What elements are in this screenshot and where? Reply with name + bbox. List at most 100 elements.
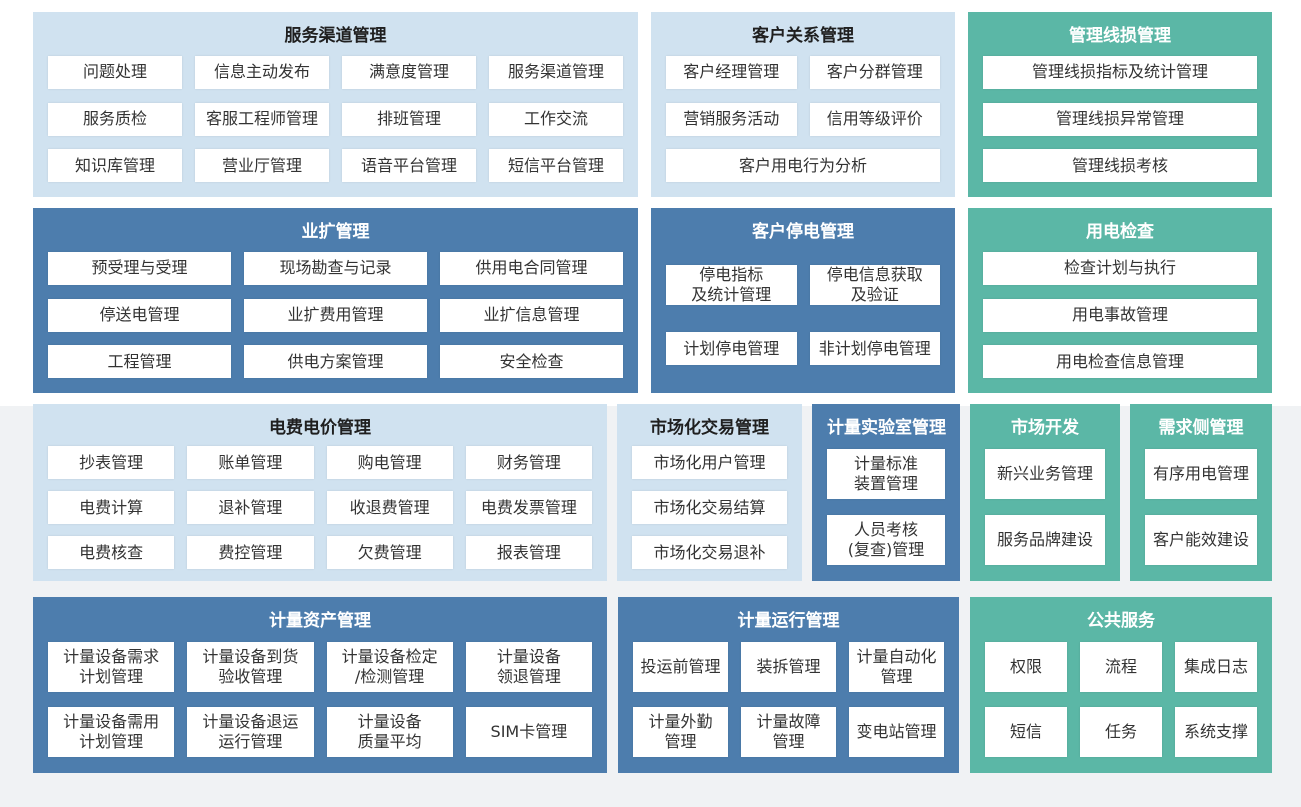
panel-cells: 检查计划与执行用电事故管理用电检查信息管理 [983,250,1257,380]
panel-cells: 新兴业务管理服务品牌建设 [985,446,1105,568]
panel-title: 计量资产管理 [269,611,371,631]
module-cell: 电费核查 [48,536,175,569]
module-cell: 流程 [1080,642,1162,692]
module-cell: 排班管理 [342,102,476,136]
panel-cells: 计量设备需求 计划管理计量设备到货 验收管理计量设备检定 /检测管理计量设备 领… [48,639,592,760]
module-cell: 客服工程师管理 [195,102,329,136]
module-cell: 业扩费用管理 [244,298,427,332]
module-cell: 变电站管理 [849,707,944,757]
module-cell: 计划停电管理 [666,332,797,365]
panel-line-loss: 管理线损管理 管理线损指标及统计管理管理线损异常管理管理线损考核 [968,12,1272,197]
module-cell: 报表管理 [465,536,592,569]
panel-market-trading: 市场化交易管理 市场化用户管理市场化交易结算市场化交易退补 [617,404,802,581]
module-cell: 计量故障 管理 [741,707,836,757]
module-cell: 服务品牌建设 [985,514,1105,565]
module-cell: 信用等级评价 [809,102,940,136]
module-cell: 客户经理管理 [666,55,797,89]
module-cell: 计量设备检定 /检测管理 [326,642,453,692]
panel-title: 业扩管理 [301,222,370,242]
module-cell: 用电事故管理 [983,298,1257,332]
module-cell: 财务管理 [465,446,592,479]
panel-cells: 客户经理管理客户分群管理营销服务活动信用等级评价客户用电行为分析 [666,54,940,184]
module-cell: 服务渠道管理 [489,55,623,89]
module-cell: 计量设备 质量平均 [326,707,453,757]
panel-cells: 权限流程集成日志短信任务系统支撑 [985,639,1257,760]
module-cell: 客户能效建设 [1145,514,1257,565]
panel-title: 电费电价管理 [269,418,371,438]
module-cell: 市场化用户管理 [632,446,787,479]
module-cell: 工作交流 [489,102,623,136]
module-cell: 知识库管理 [48,149,182,183]
module-cell: 购电管理 [326,446,453,479]
module-cell: 短信平台管理 [489,149,623,183]
module-cell: 客户用电行为分析 [666,149,940,183]
module-cell: 电费发票管理 [465,491,592,524]
panel-title: 用电检查 [1086,222,1154,242]
module-cell: 投运前管理 [633,642,728,692]
module-cell: 抄表管理 [48,446,175,479]
module-cell: 计量设备到货 验收管理 [187,642,314,692]
module-cell: 权限 [985,642,1067,692]
module-cell: 计量外勤 管理 [633,707,728,757]
module-cell: 账单管理 [187,446,314,479]
module-cell: 计量设备需求 计划管理 [48,642,175,692]
panel-cells: 有序用电管理客户能效建设 [1145,446,1257,568]
module-cell: 停电指标 及统计管理 [666,265,797,305]
panel-power-inspection: 用电检查 检查计划与执行用电事故管理用电检查信息管理 [968,208,1272,393]
module-cell: 收退费管理 [326,491,453,524]
panel-title: 客户关系管理 [752,26,854,46]
module-cell: 营销服务活动 [666,102,797,136]
module-cell: 市场化交易退补 [632,536,787,569]
panel-title: 市场开发 [1011,418,1079,438]
panel-public-services: 公共服务 权限流程集成日志短信任务系统支撑 [970,597,1272,773]
module-cell: 管理线损异常管理 [983,102,1257,136]
module-cell: 客户分群管理 [809,55,940,89]
diagram-row-3: 电费电价管理 抄表管理账单管理购电管理财务管理电费计算退补管理收退费管理电费发票… [33,404,1301,581]
module-cell: SIM卡管理 [465,707,592,757]
module-cell: 工程管理 [48,345,231,379]
panel-title: 需求侧管理 [1158,418,1244,438]
module-cell: 停送电管理 [48,298,231,332]
module-cell: 问题处理 [48,55,182,89]
module-cell: 检查计划与执行 [983,251,1257,285]
module-cell: 装拆管理 [741,642,836,692]
panel-market-development: 市场开发 新兴业务管理服务品牌建设 [970,404,1120,581]
module-cell: 安全检查 [440,345,623,379]
panel-title: 计量运行管理 [737,611,840,631]
module-cell: 语音平台管理 [342,149,476,183]
panel-business-expansion: 业扩管理 预受理与受理现场勘查与记录供用电合同管理停送电管理业扩费用管理业扩信息… [33,208,638,393]
module-cell: 停电信息获取 及验证 [809,265,940,305]
module-cell: 费控管理 [187,536,314,569]
module-cell: 短信 [985,707,1067,757]
panel-billing-pricing: 电费电价管理 抄表管理账单管理购电管理财务管理电费计算退补管理收退费管理电费发票… [33,404,607,581]
diagram-row-4: 计量资产管理 计量设备需求 计划管理计量设备到货 验收管理计量设备检定 /检测管… [33,597,1301,773]
module-cell: 计量设备需用 计划管理 [48,707,175,757]
panel-cells: 管理线损指标及统计管理管理线损异常管理管理线损考核 [983,54,1257,184]
module-cell: 业扩信息管理 [440,298,623,332]
panel-title: 服务渠道管理 [284,26,387,46]
module-cell: 非计划停电管理 [809,332,940,365]
module-cell: 电费计算 [48,491,175,524]
panel-cells: 投运前管理装拆管理计量自动化 管理计量外勤 管理计量故障 管理变电站管理 [633,639,944,760]
panel-metering-assets: 计量资产管理 计量设备需求 计划管理计量设备到货 验收管理计量设备检定 /检测管… [33,597,607,773]
panel-cells: 市场化用户管理市场化交易结算市场化交易退补 [632,446,787,569]
panel-customer-outage: 客户停电管理 停电指标 及统计管理停电信息获取 及验证计划停电管理非计划停电管理 [651,208,955,393]
panel-metering-operation: 计量运行管理 投运前管理装拆管理计量自动化 管理计量外勤 管理计量故障 管理变电… [618,597,959,773]
module-cell: 欠费管理 [326,536,453,569]
module-cell: 用电检查信息管理 [983,345,1257,379]
panel-title: 计量实验室管理 [827,418,946,438]
panel-cells: 问题处理信息主动发布满意度管理服务渠道管理服务质检客服工程师管理排班管理工作交流… [48,54,623,184]
module-cell: 计量设备退运 运行管理 [187,707,314,757]
module-cell: 任务 [1080,707,1162,757]
panel-title: 公共服务 [1087,611,1155,631]
module-cell: 计量自动化 管理 [849,642,944,692]
module-cell: 市场化交易结算 [632,491,787,524]
module-cell: 满意度管理 [342,55,476,89]
module-cell: 预受理与受理 [48,251,231,285]
panel-cells: 停电指标 及统计管理停电信息获取 及验证计划停电管理非计划停电管理 [666,250,940,380]
module-cell: 人员考核 (复查)管理 [827,514,945,565]
module-cell: 集成日志 [1175,642,1257,692]
panel-customer-relation: 客户关系管理 客户经理管理客户分群管理营销服务活动信用等级评价客户用电行为分析 [651,12,955,197]
module-cell: 管理线损考核 [983,149,1257,183]
panel-cells: 抄表管理账单管理购电管理财务管理电费计算退补管理收退费管理电费发票管理电费核查费… [48,446,592,569]
